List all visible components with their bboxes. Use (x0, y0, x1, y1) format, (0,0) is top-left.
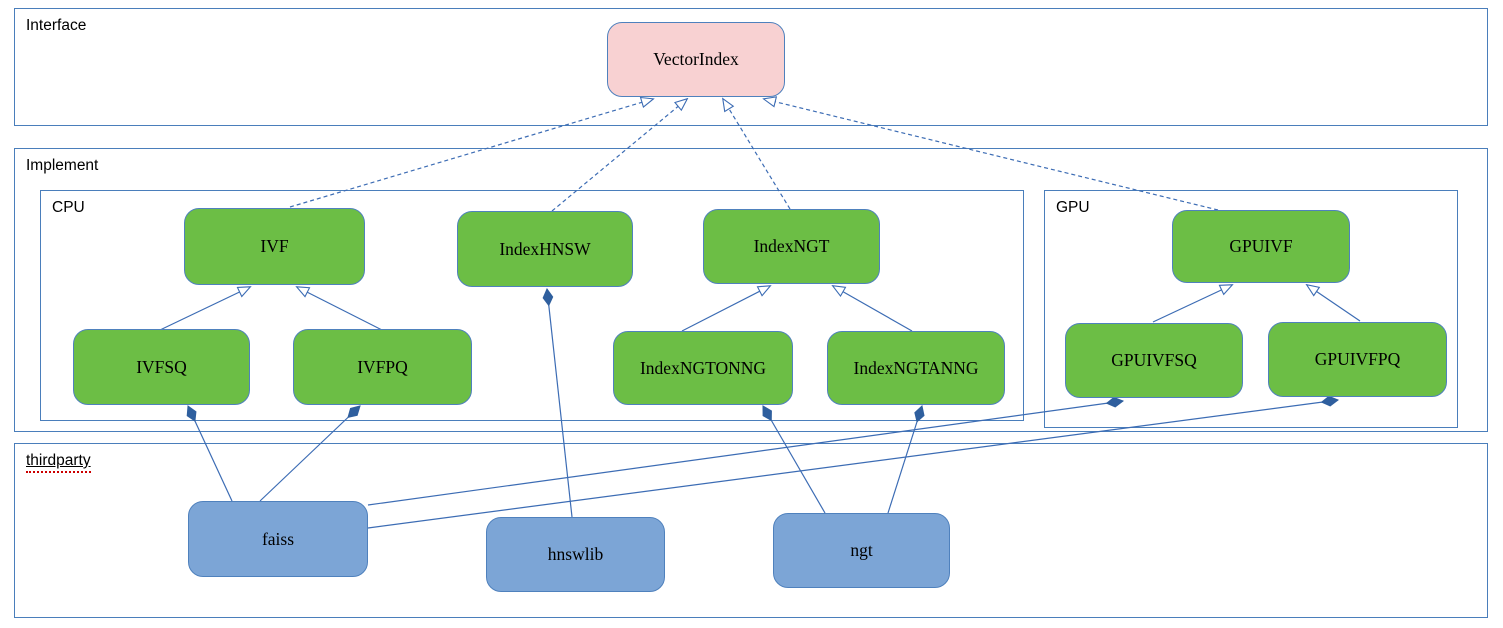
gpu-label: GPU (1056, 199, 1090, 216)
node-faiss: faiss (188, 501, 368, 577)
node-indexngtanng: IndexNGTANNG (827, 331, 1005, 405)
node-ivf: IVF (184, 208, 365, 285)
node-indexngt: IndexNGT (703, 209, 880, 284)
node-gpuivfsq: GPUIVFSQ (1065, 323, 1243, 398)
node-gpuivf: GPUIVF (1172, 210, 1350, 283)
node-ngt: ngt (773, 513, 950, 588)
implement-label: Implement (26, 157, 99, 174)
node-hnswlib: hnswlib (486, 517, 665, 592)
node-vectorindex: VectorIndex (607, 22, 785, 97)
node-ivfsq: IVFSQ (73, 329, 250, 405)
node-indexngtonng: IndexNGTONNG (613, 331, 793, 405)
interface-label: Interface (26, 17, 87, 34)
node-ivfpq: IVFPQ (293, 329, 472, 405)
node-gpuivfpq: GPUIVFPQ (1268, 322, 1447, 397)
cpu-label: CPU (52, 199, 85, 216)
thirdparty-label: thirdparty (26, 452, 91, 473)
node-indexhnsw: IndexHNSW (457, 211, 633, 287)
